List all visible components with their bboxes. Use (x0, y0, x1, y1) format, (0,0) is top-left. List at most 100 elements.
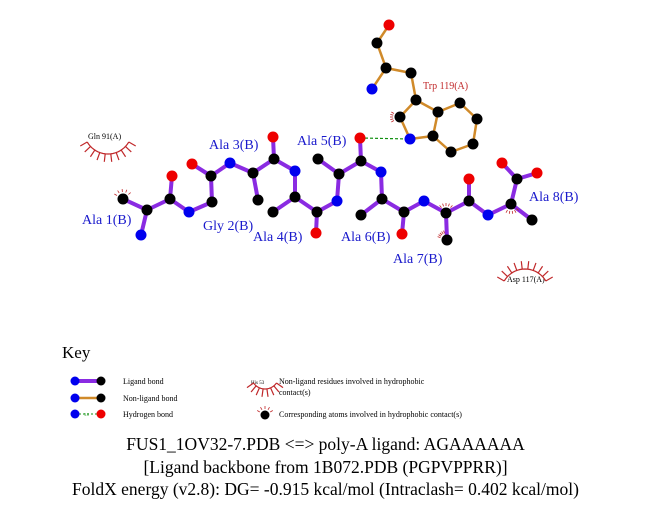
residue-label-trp119: Trp 119(A) (423, 81, 468, 92)
carbon-atom (164, 193, 176, 205)
key-ligand-bond-label: Ligand bond (123, 377, 164, 386)
nitrogen-atom (404, 133, 416, 145)
oxygen-atom (383, 19, 395, 31)
carbon-atom (333, 168, 345, 180)
hydrophobic-contact-spoke (511, 210, 514, 214)
key-corresponding-atoms: Corresponding atoms involved in hydropho… (257, 406, 462, 420)
caption-line-2: [Ligand backbone from 1B072.PDB (PGPVPPR… (143, 457, 508, 477)
hydrophobic-contact-spoke (267, 407, 270, 411)
carbon-atom (289, 191, 301, 203)
key-hydrophobic-arc-icon (246, 382, 284, 397)
hydrophobic-contact-spoke (438, 234, 442, 237)
carbon-atom (445, 146, 457, 158)
carbon-atom (141, 204, 153, 216)
nitrogen-atom (289, 165, 301, 177)
caption-line-1: FUS1_1OV32-7.PDB <=> poly-A ligand: AGAA… (126, 434, 525, 454)
hydrophobic-contact-spoke (443, 230, 445, 234)
key-nonligand-bond: Non-ligand bond (70, 393, 177, 403)
carbon-atom (312, 153, 324, 165)
hydrophobic-contact-spoke (390, 118, 394, 120)
residue-label-ala5: Ala 5(B) (297, 134, 347, 149)
hydrophobic-contact-spoke (516, 208, 519, 211)
key-nonligand-residue: His 53 Non-ligand residues involved in h… (246, 377, 425, 397)
hydrophobic-contact-spoke (514, 209, 517, 213)
hydrophobic-arc-gln91 (79, 141, 137, 162)
oxygen-atom (463, 173, 475, 185)
hydrophobic-contact-spoke (439, 232, 443, 236)
carbon-atom (117, 193, 129, 205)
hydrophobic-contact-spoke (390, 114, 394, 116)
oxygen-atom (186, 158, 198, 170)
hydrophobic-contact-spoke (128, 192, 131, 195)
carbon-atom (206, 196, 218, 208)
nitrogen-atom (366, 83, 378, 95)
hydrophobic-contact-spoke (442, 203, 444, 207)
carbon-atom (463, 195, 475, 207)
hydrogen-bond (359, 137, 411, 140)
carbon-atom (511, 173, 523, 185)
hydrophobic-contact-spoke (437, 236, 441, 238)
hydrophobic-contact-spoke (450, 205, 453, 208)
hydrophobic-contact-spoke (508, 210, 511, 214)
residue-label-ala8: Ala 8(B) (529, 190, 579, 205)
key-hydrogen-bond: 3.0 Hydrogen bond (70, 409, 173, 419)
hydrophobic-contact-spoke (441, 231, 444, 235)
hydrophobic-contact-spoke (125, 189, 128, 193)
hydrophobic-contact-spoke (260, 407, 263, 411)
carbon-atom (405, 67, 417, 79)
carbon-atom (252, 194, 264, 206)
oxygen-atom (267, 131, 279, 143)
carbon-atom (526, 214, 538, 226)
carbon-atom (205, 170, 217, 182)
oxygen-atom (396, 228, 408, 240)
residue-label-ala3: Ala 3(B) (209, 138, 259, 153)
carbon-atom (267, 206, 279, 218)
nitrogen-atom (135, 229, 147, 241)
nitrogen-atom (482, 209, 494, 221)
hydrophobic-contact-spoke (439, 205, 442, 208)
nitrogen-atom (418, 195, 430, 207)
oxygen-atom (354, 132, 366, 144)
nitrogen-atom (331, 195, 343, 207)
carbon-atom (471, 113, 483, 125)
key-his-label: His 53 (251, 381, 265, 386)
nitrogen-atom (224, 157, 236, 169)
nitrogen-atom (375, 166, 387, 178)
hydrophobic-contact-spoke (505, 209, 508, 213)
oxygen-atom (531, 167, 543, 179)
carbon-atom (441, 234, 453, 246)
key-ligand-bond: Ligand bond (70, 376, 164, 386)
residue-label-ala4: Ala 4(B) (253, 230, 303, 245)
key-corresponding-atoms-label: Corresponding atoms involved in hydropho… (279, 410, 462, 419)
carbon-atom (371, 37, 383, 49)
hydrophobic-contact-spoke (117, 190, 120, 194)
residue-label-ala7: Ala 7(B) (393, 252, 443, 267)
carbon-atom (311, 206, 323, 218)
residue-label-ala6: Ala 6(B) (341, 230, 391, 245)
hydrophobic-contact-spoke (257, 410, 261, 413)
carbon-atom (427, 130, 439, 142)
carbon-atom (355, 209, 367, 221)
residue-label-asp117: Asp 117(A) (507, 275, 545, 284)
carbon-atom (432, 106, 444, 118)
carbon-atom (247, 167, 259, 179)
key-hbond-distance: 3.0 (84, 412, 89, 417)
carbon-atom (454, 97, 466, 109)
carbon-atom (467, 138, 479, 150)
carbon-atom (268, 153, 280, 165)
key-nonligand-residue-label: Non-ligand residues involved in hydropho… (279, 377, 425, 386)
carbon-atom (355, 155, 367, 167)
key-title: Key (62, 343, 91, 362)
hydrophobic-arc-asp117 (496, 261, 554, 282)
residue-label-gln91: Gln 91(A) (88, 132, 121, 141)
hydrophobic-contact-spoke (269, 410, 273, 413)
carbon-atom (376, 193, 388, 205)
oxygen-atom (166, 170, 178, 182)
oxygen-atom (496, 157, 508, 169)
carbon-atom (410, 94, 422, 106)
hydrophobic-contact-spoke (448, 203, 450, 207)
key-nonligand-residue-label-2: contact(s) (279, 388, 311, 397)
carbon-atom (398, 206, 410, 218)
key-nonligand-bond-label: Non-ligand bond (123, 394, 177, 403)
